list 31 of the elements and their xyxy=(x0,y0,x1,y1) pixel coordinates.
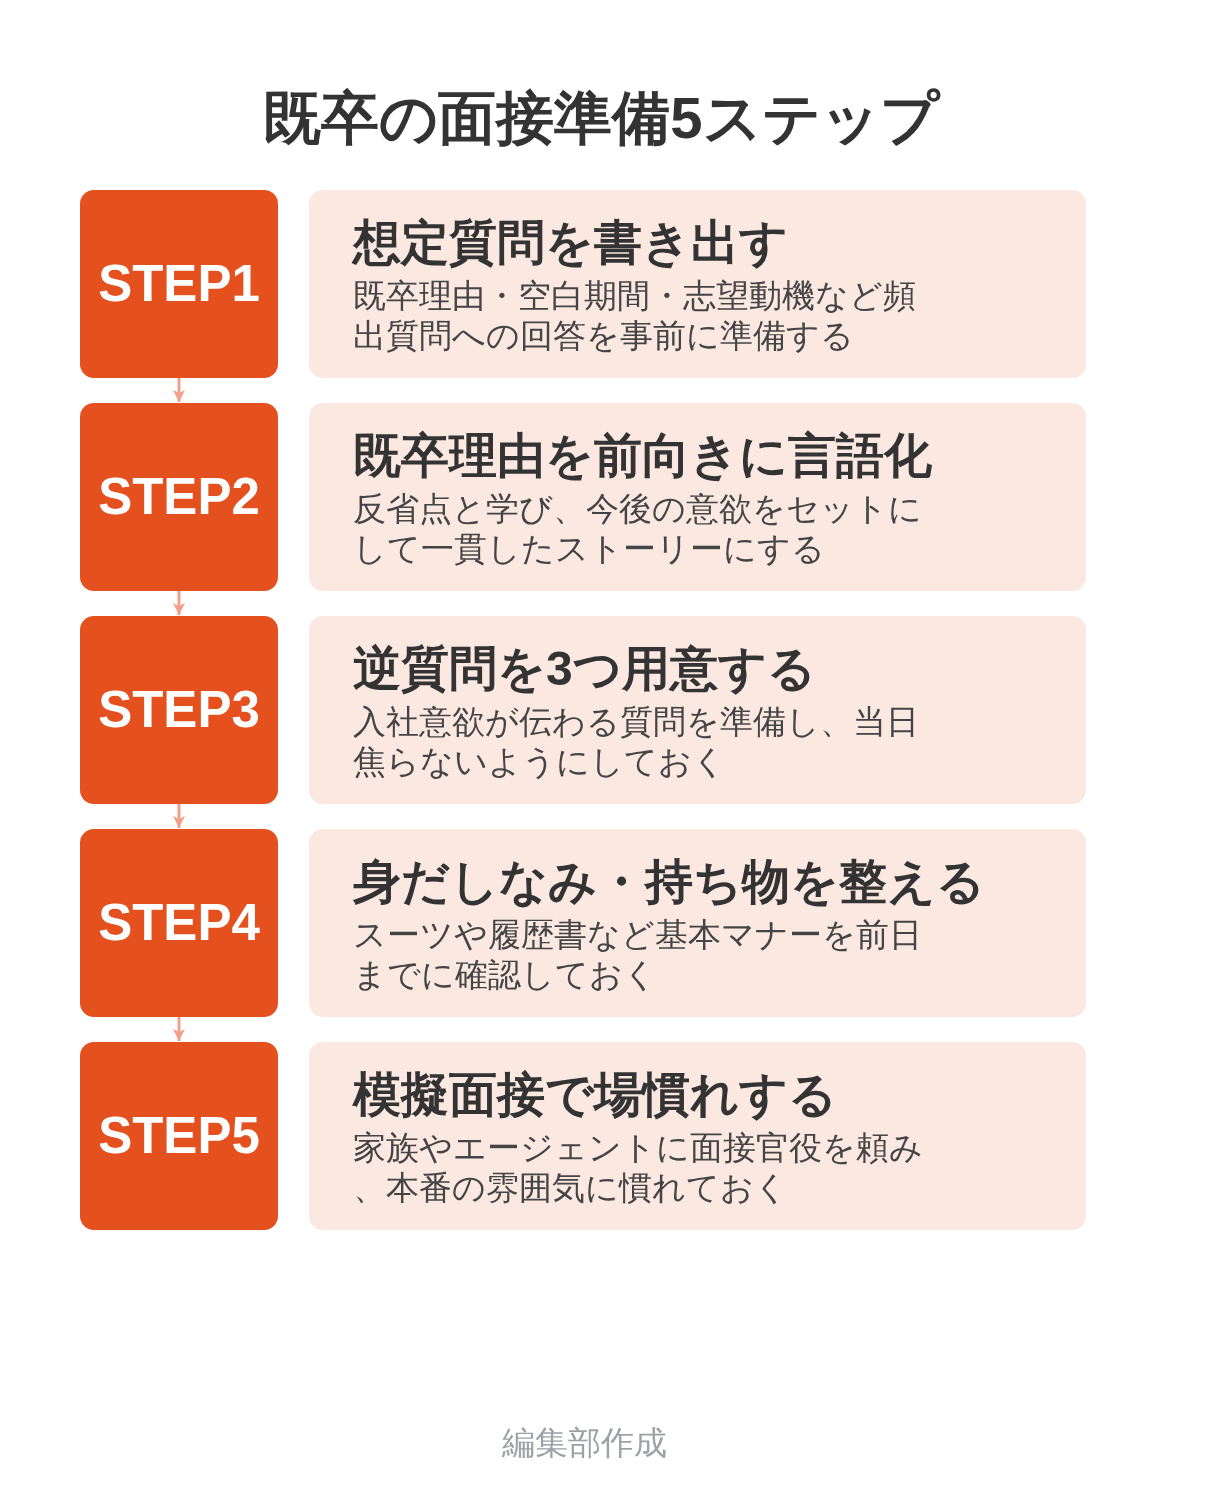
step-heading: 想定質問を書き出す xyxy=(353,215,788,271)
step-description: 入社意欲が伝わる質問を準備し、当日焦らないようにしておく xyxy=(353,702,920,782)
step-box xyxy=(80,1042,278,1230)
step-box xyxy=(80,829,278,1017)
arrow xyxy=(173,1017,185,1041)
caption: 編集部作成 xyxy=(501,1423,667,1463)
step-label: STEP5 xyxy=(98,1109,260,1163)
step-heading: 身だしなみ・持ち物を整える xyxy=(353,854,985,910)
step-box xyxy=(80,190,278,378)
step-card xyxy=(309,1042,1086,1230)
arrow xyxy=(173,378,185,402)
step-label: STEP2 xyxy=(98,470,260,524)
step-label: STEP1 xyxy=(98,257,260,311)
step-box xyxy=(80,403,278,591)
title: 既卒の面接準備5ステップ xyxy=(263,84,939,152)
step-card xyxy=(309,403,1086,591)
step-heading: 逆質問を3つ用意する xyxy=(353,641,816,697)
step-heading: 既卒理由を前向きに言語化 xyxy=(353,428,932,484)
step-description: 反省点と学び、今後の意欲をセットにして一貫したストーリーにする xyxy=(353,489,923,569)
step-description: 家族やエージェントに面接官役を頼み、本番の雰囲気に慣れておく xyxy=(353,1128,924,1208)
step-box xyxy=(80,616,278,804)
step-heading: 模擬面接で場慣れする xyxy=(353,1067,837,1123)
step-description: 既卒理由・空白期間・志望動機など頻出質問への回答を事前に準備する xyxy=(353,276,917,356)
step-card xyxy=(309,829,1086,1017)
step-label: STEP4 xyxy=(98,896,260,950)
arrow xyxy=(173,591,185,615)
step-label: STEP3 xyxy=(98,683,260,737)
step-card xyxy=(309,616,1086,804)
step-card xyxy=(309,190,1086,378)
step-description: スーツや履歴書など基本マナーを前日までに確認しておく xyxy=(353,915,923,995)
arrow xyxy=(173,804,185,828)
